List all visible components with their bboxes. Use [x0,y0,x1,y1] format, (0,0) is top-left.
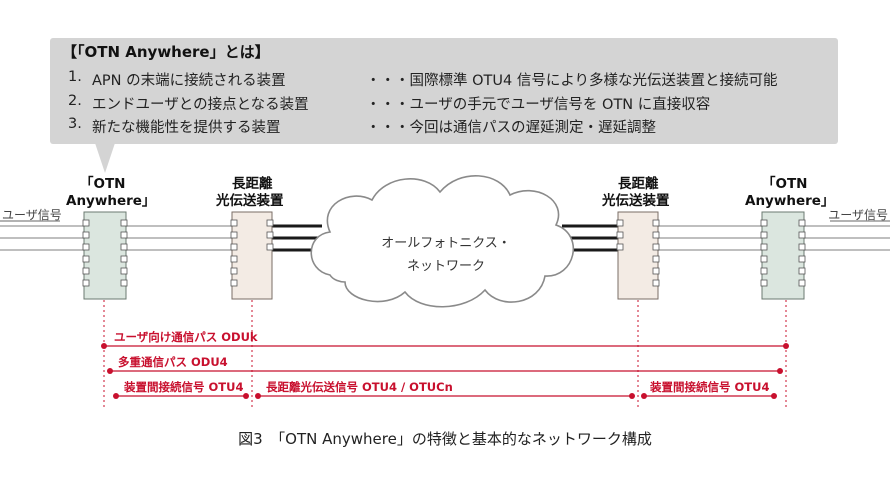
long-haul-device-left [230,211,274,300]
otn-anywhere-callout [50,38,838,144]
callout-item-3-text: 新たな機能性を提供する装置 [92,120,281,136]
interconnect-otu4-line-right [641,393,777,399]
long-haul-left-label-1: 長距離 [232,176,273,192]
otn-anywhere-left-label-2: Anywhere」 [66,193,156,209]
callout-item-1-number: 1. [68,69,82,85]
multiplex-path-label: 多重通信パス ODU4 [118,355,228,369]
interconnect-label-right: 装置間接続信号 OTU4 [649,380,769,394]
callout-pointer [95,143,115,173]
user-signal-label-right: ユーザ信号 [828,208,888,222]
long-haul-right-label-2: 光伝送装置 [602,193,670,209]
callout-item-3-detail: ・・・今回は通信パスの遅延測定・遅延調整 [366,120,656,136]
otn-anywhere-device-left [82,211,128,300]
user-signal-label-left: ユーザ信号 [2,208,62,222]
interconnect-label-left: 装置間接続信号 OTU4 [123,380,243,394]
otn-anywhere-right-label-2: Anywhere」 [745,193,835,209]
callout-item-2-text: エンドユーザとの接点となる装置 [92,97,309,113]
figure-caption: 図3 「OTN Anywhere」の特徴と基本的なネットワーク構成 [238,430,652,448]
otn-to-lh-lines-left [126,225,232,251]
long-haul-left-label-2: 光伝送装置 [216,193,284,209]
long-haul-otu4-otucn-line [255,393,635,399]
long-haul-right-label-1: 長距離 [618,176,659,192]
callout-item-1-detail: ・・・国際標準 OTU4 信号により多様な光伝送装置と接続可能 [366,73,778,89]
callout-title: 【「OTN Anywhere」とは】 [62,43,270,61]
cloud-label-line-2: ネットワーク [407,259,485,274]
long-haul-signal-label: 長距離光伝送信号 OTU4 / OTUCn [266,380,453,394]
path-endpoint-guides [103,300,787,410]
callout-item-2-detail: ・・・ユーザの手元でユーザ信号を OTN に直接収容 [366,97,711,113]
cloud-label-line-1: オールフォトニクス・ [381,236,511,251]
callout-item-1-text: APN の末端に接続される装置 [92,73,286,89]
long-haul-device-right [616,211,660,300]
user-path-label: ユーザ向け通信パス ODUk [114,330,258,344]
interconnect-otu4-line-left [113,393,249,399]
otn-anywhere-right-label-1: 「OTN [762,176,808,192]
multiplex-path-odu4-line [107,368,783,374]
user-path-odu-k-line [101,343,789,349]
user-signal-lines-right [804,225,890,251]
callout-item-3-number: 3. [68,116,82,132]
callout-item-2-number: 2. [68,93,82,109]
lh-to-otn-lines-right [658,225,762,251]
otn-anywhere-left-label-1: 「OTN [80,176,126,192]
otn-anywhere-device-right [760,211,806,300]
user-signal-lines-left [0,225,84,251]
all-photonics-network-cloud [310,175,574,308]
